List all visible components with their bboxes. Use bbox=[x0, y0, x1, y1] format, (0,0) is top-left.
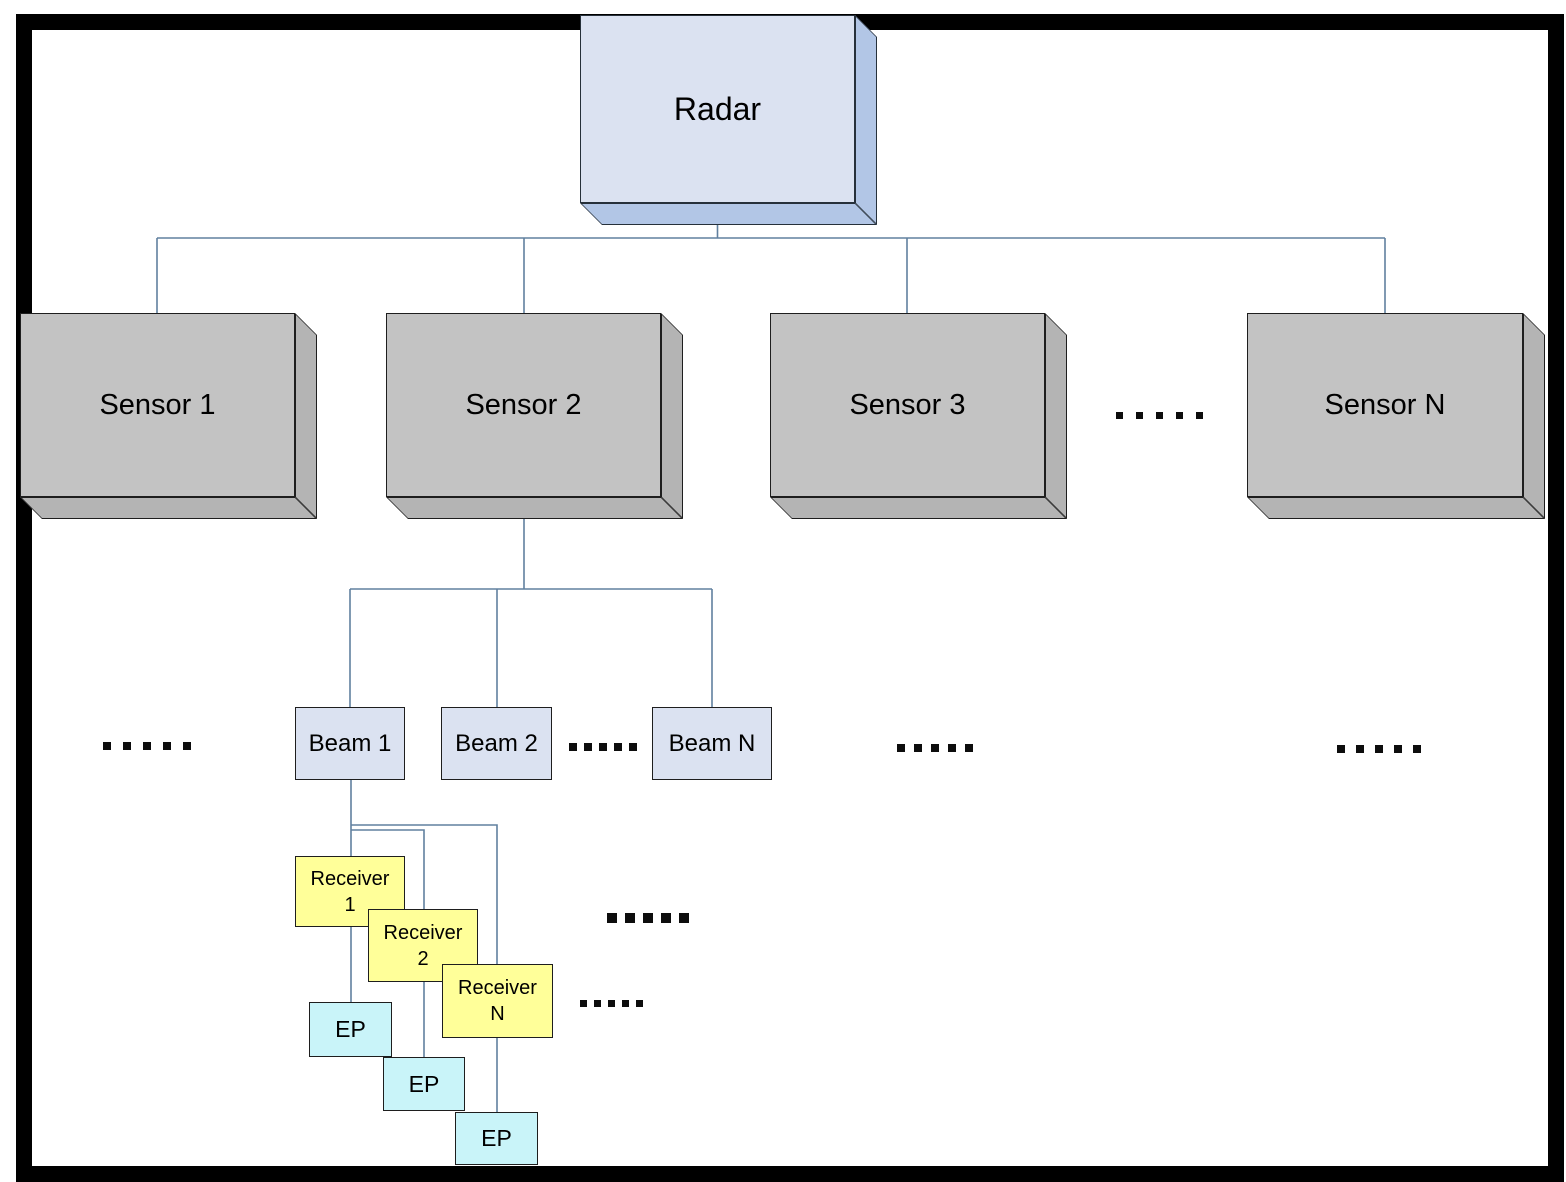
beam-2-label: Beam 2 bbox=[455, 729, 538, 757]
box-3d-side bbox=[855, 15, 877, 225]
receiver-1-name: Receiver bbox=[310, 867, 390, 890]
ellipsis-dots bbox=[607, 913, 689, 923]
box-3d-bottom bbox=[20, 497, 317, 519]
radar-node: Radar bbox=[580, 15, 877, 225]
box-3d-side bbox=[1523, 313, 1545, 519]
beam-1-node: Beam 1 bbox=[295, 707, 405, 780]
box-3d-bottom bbox=[1247, 497, 1545, 519]
box-3d-bottom bbox=[770, 497, 1067, 519]
box-3d-side bbox=[1045, 313, 1067, 519]
sensor-3-label: Sensor 3 bbox=[849, 388, 966, 421]
ellipsis-dots bbox=[569, 743, 637, 751]
receiver-n-node: Receiver N bbox=[442, 964, 553, 1038]
sensor-n-node: Sensor N bbox=[1247, 313, 1545, 519]
box-3d-side bbox=[661, 313, 683, 519]
sensor-2-node: Sensor 2 bbox=[386, 313, 683, 519]
receiver-1-index: 1 bbox=[344, 893, 356, 916]
sensor-1-node: Sensor 1 bbox=[20, 313, 317, 519]
beam-2-node: Beam 2 bbox=[441, 707, 552, 780]
sensor-n-label: Sensor N bbox=[1324, 388, 1446, 421]
sensor-3-node: Sensor 3 bbox=[770, 313, 1067, 519]
beam-n-label: Beam N bbox=[668, 729, 756, 757]
receiver-n-name: Receiver bbox=[458, 977, 537, 999]
receiver-n-index: N bbox=[490, 1003, 505, 1025]
diagram-border bbox=[16, 14, 1564, 1182]
ep-2-node: EP bbox=[383, 1057, 465, 1111]
ellipsis-dots bbox=[1337, 745, 1421, 753]
radar-label: Radar bbox=[673, 90, 762, 127]
ellipsis-dots bbox=[103, 742, 191, 750]
sensor-2-label: Sensor 2 bbox=[465, 388, 582, 421]
ep-1-label: EP bbox=[335, 1016, 366, 1042]
receiver-2-index: 2 bbox=[417, 947, 429, 970]
box-3d-bottom bbox=[386, 497, 683, 519]
sensor-1-label: Sensor 1 bbox=[99, 388, 216, 421]
ep-1-node: EP bbox=[309, 1002, 392, 1057]
beam-1-label: Beam 1 bbox=[308, 729, 392, 757]
ellipsis-dots bbox=[580, 1000, 643, 1007]
beam-n-node: Beam N bbox=[652, 707, 772, 780]
ep-3-label: EP bbox=[481, 1125, 512, 1151]
ep-2-label: EP bbox=[408, 1070, 440, 1097]
ep-3-node: EP bbox=[455, 1112, 538, 1165]
box-3d-side bbox=[295, 313, 317, 519]
ellipsis-dots bbox=[897, 744, 973, 752]
receiver-2-name: Receiver bbox=[383, 921, 463, 944]
ellipsis-dots bbox=[1116, 412, 1203, 419]
box-3d-bottom bbox=[580, 203, 877, 225]
